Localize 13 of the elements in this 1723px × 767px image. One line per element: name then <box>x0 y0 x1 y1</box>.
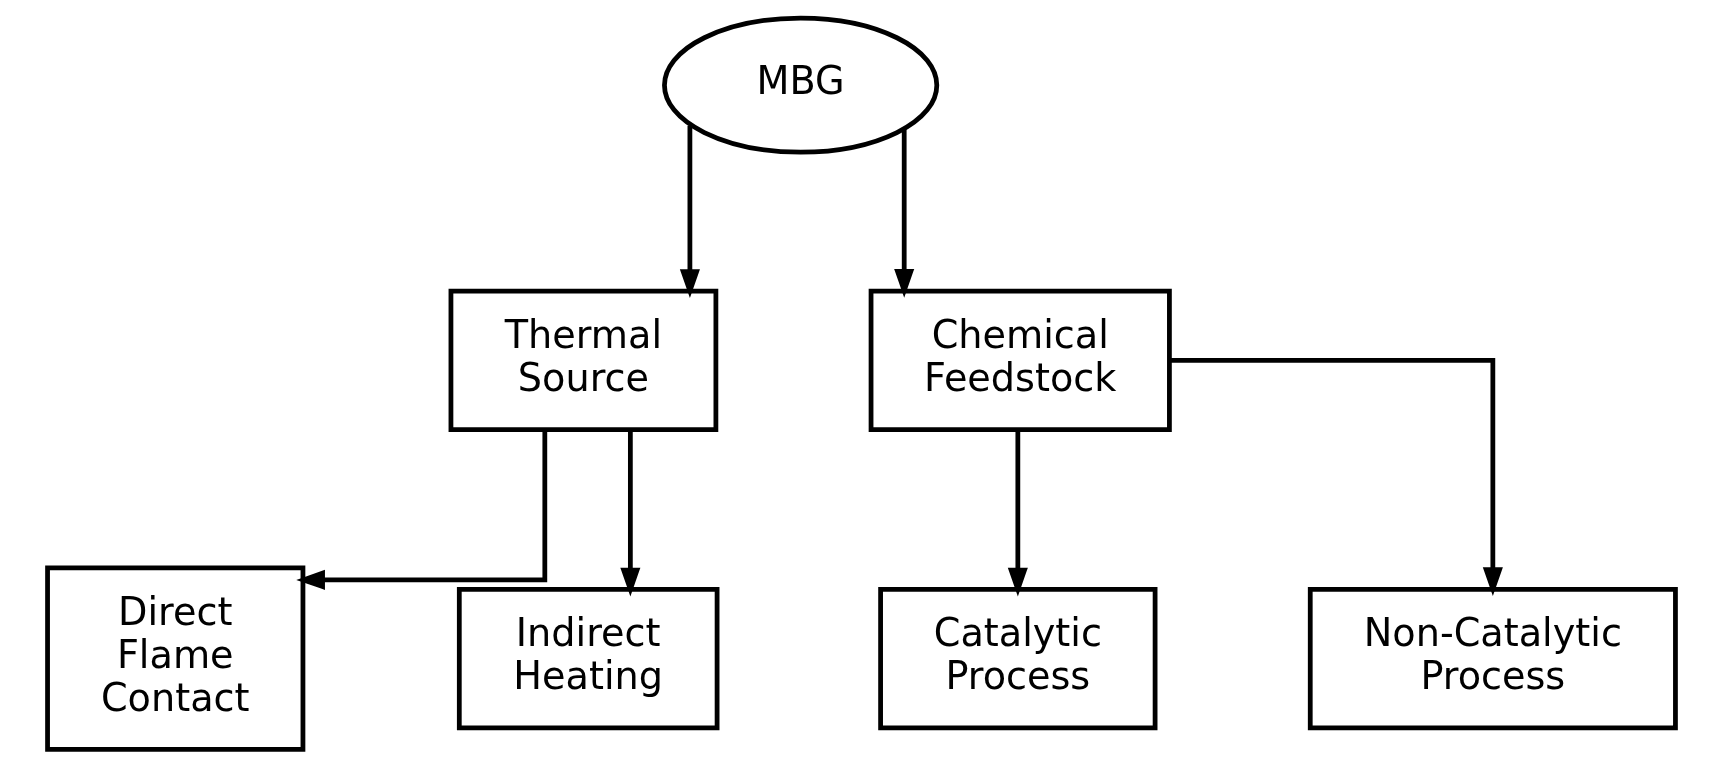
node-box: Catalytic Process <box>878 587 1158 731</box>
node-box: Thermal Source <box>448 288 719 432</box>
node-box: Non-Catalytic Process <box>1307 587 1678 731</box>
arrow <box>620 430 641 597</box>
arrow <box>894 129 915 298</box>
node-box: Direct Flame Contact <box>45 565 306 752</box>
arrow <box>1169 357 1503 596</box>
arrow <box>296 429 548 590</box>
arrow <box>679 125 700 298</box>
node-box: Chemical Feedstock <box>868 288 1172 432</box>
node-ellipse: MBG <box>662 15 940 155</box>
node-box: Indirect Heating <box>456 587 720 731</box>
arrow <box>1007 430 1028 597</box>
